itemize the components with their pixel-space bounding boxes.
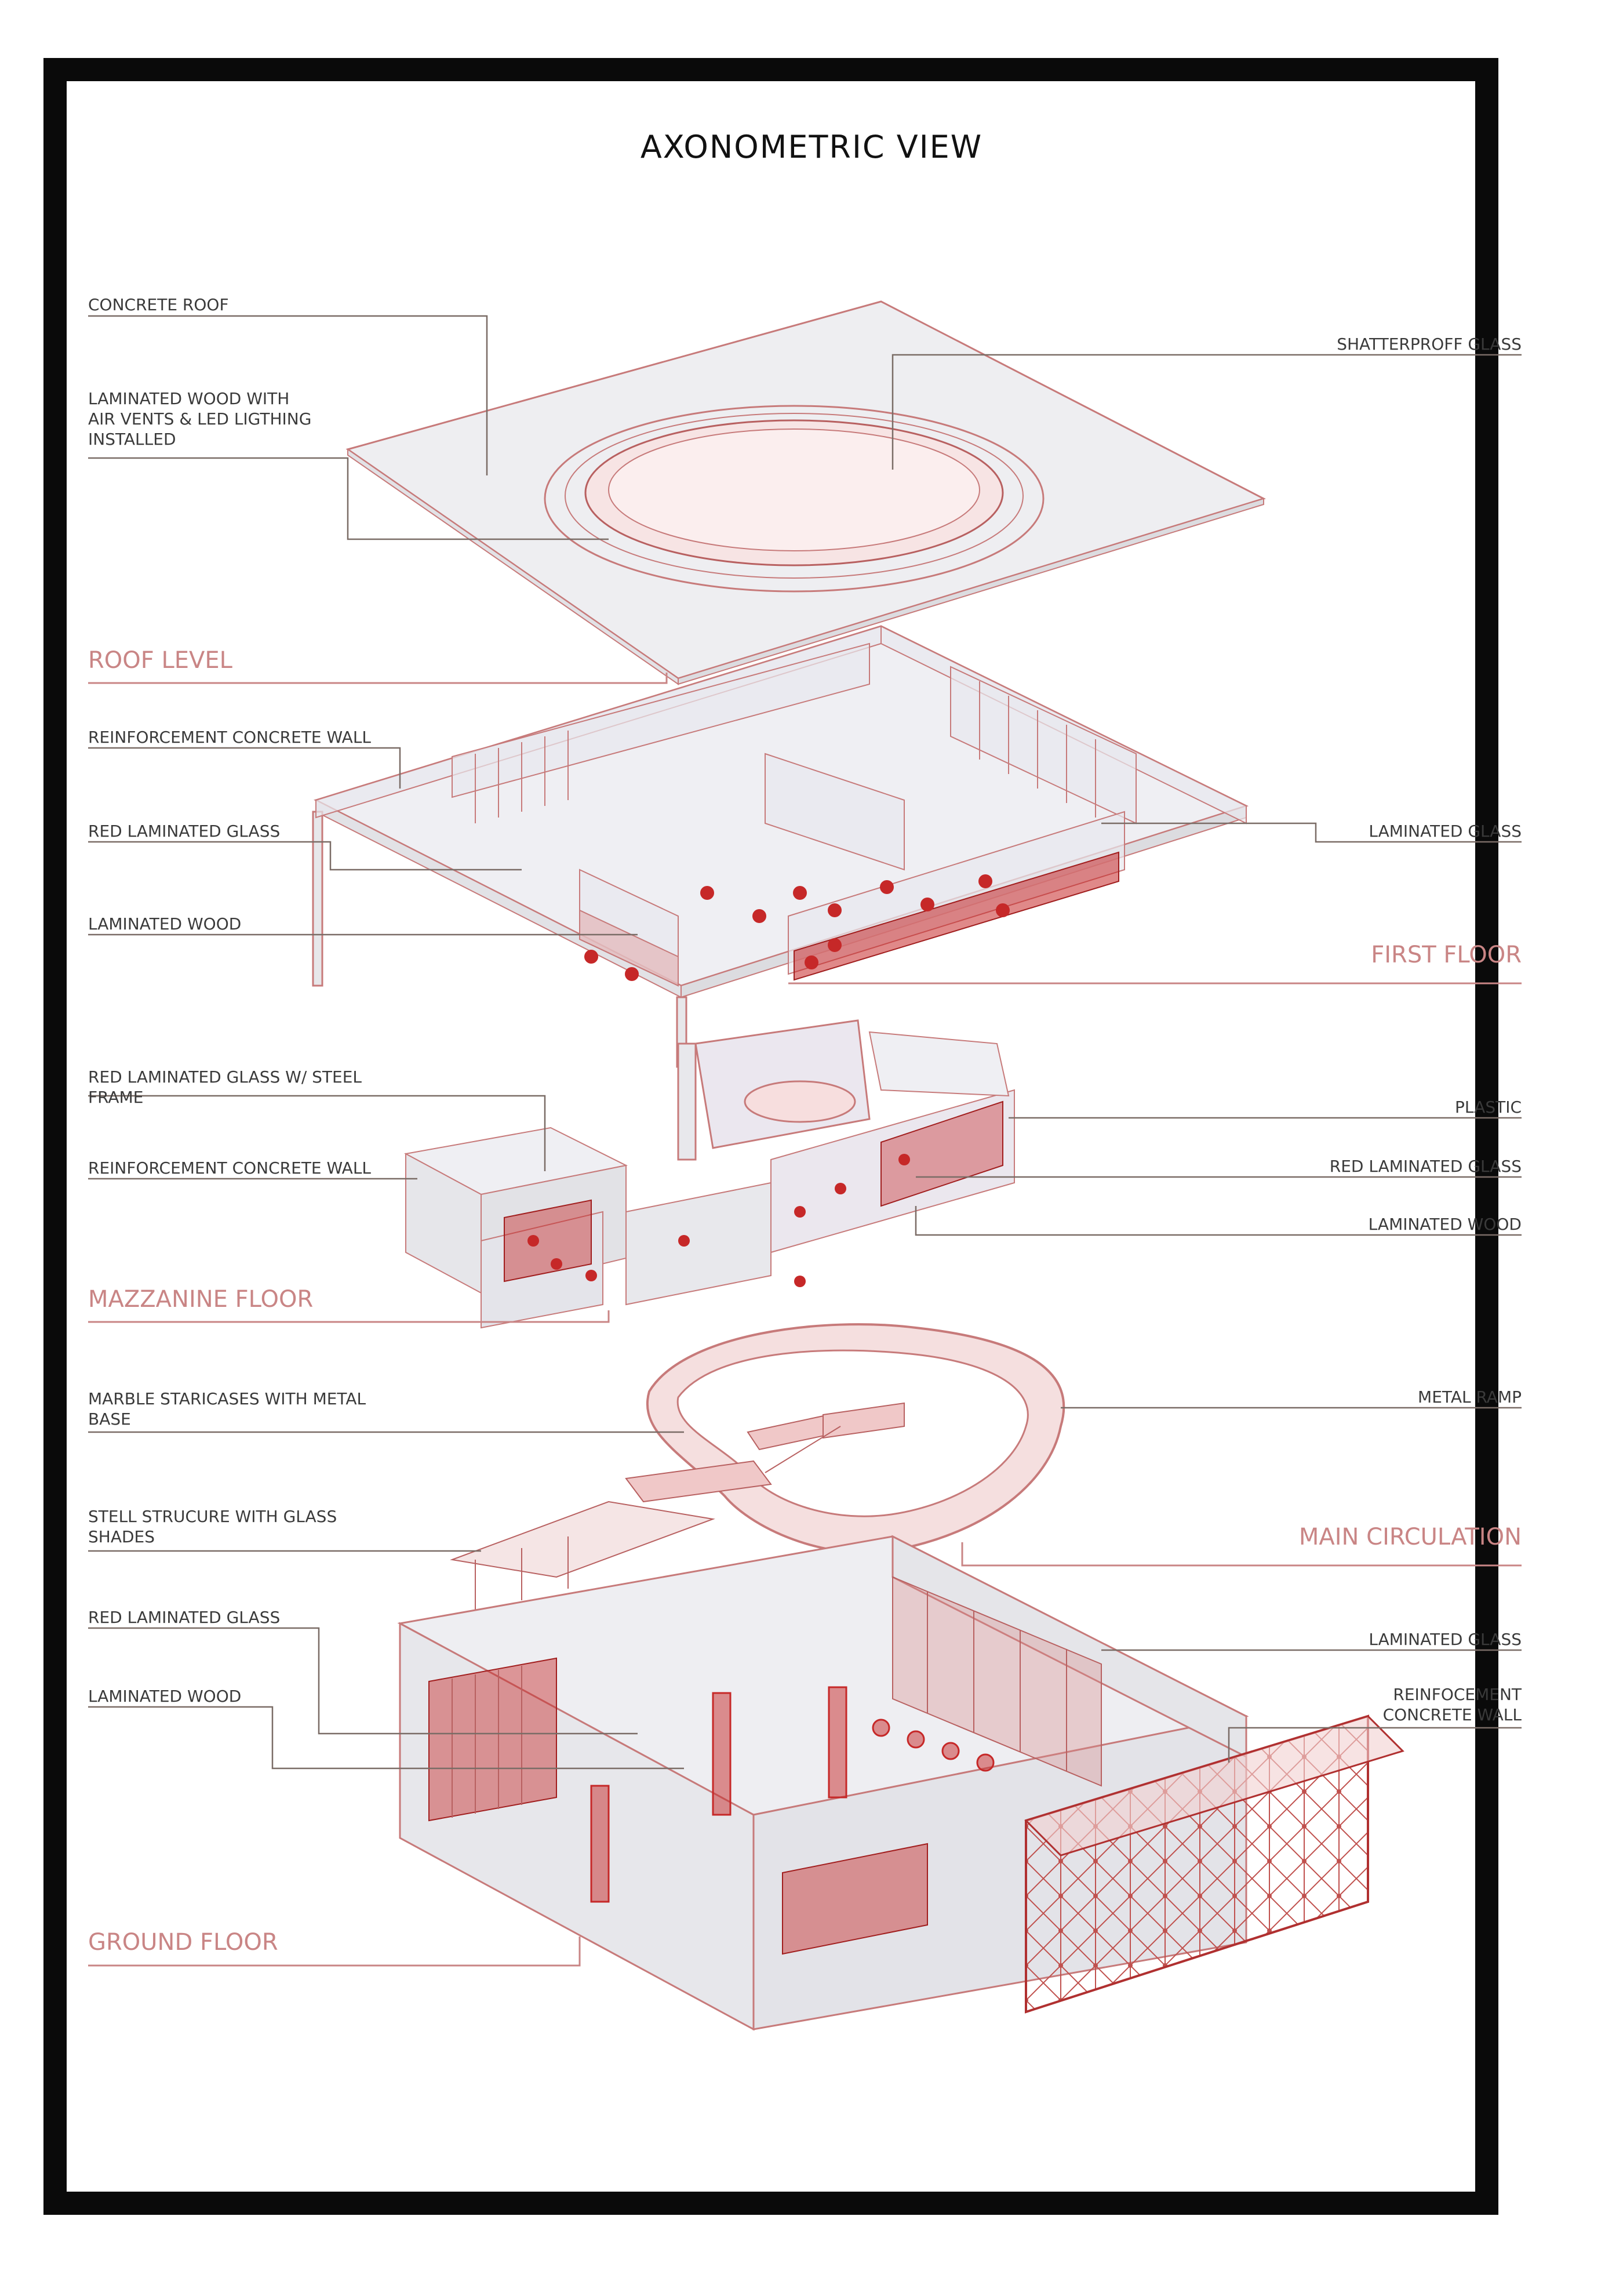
marble-staircase bbox=[625, 1402, 905, 1503]
label-ff-laminated-wood: LAMINATED WOOD bbox=[88, 914, 242, 933]
label-mz-plastic: PLASTIC bbox=[1455, 1098, 1522, 1117]
mezzanine-core bbox=[677, 1019, 871, 1161]
label-mz-red-glass: RED LAMINATED GLASS bbox=[1329, 1157, 1522, 1176]
roof-skylight bbox=[544, 405, 1045, 593]
ground-floor-interior bbox=[590, 1686, 995, 1903]
first-floor-columns bbox=[312, 811, 687, 1068]
label-laminated-wood-vents-line-1: LAMINATED WOOD WITH bbox=[88, 389, 290, 408]
label-mz-reinforcement-wall: REINFORCEMENT CONCRETE WALL bbox=[88, 1158, 372, 1178]
label-ff-red-glass: RED LAMINATED GLASS bbox=[88, 822, 281, 841]
mezzanine-furniture bbox=[527, 1154, 910, 1287]
diagram-title: AXONOMETRIC VIEW bbox=[640, 129, 983, 165]
ground-floor-mullions bbox=[452, 1592, 1067, 1818]
label-gf-laminated-wood: LAMINATED WOOD bbox=[88, 1687, 242, 1706]
mezzanine-wings bbox=[404, 1031, 1015, 1329]
label-shatterproff-glass: SHATTERPROFF GLASS bbox=[1337, 335, 1522, 354]
first-floor-red-glazing bbox=[579, 851, 1119, 987]
level-mezzanine-floor: MAZZANINE FLOOR bbox=[88, 1286, 314, 1313]
level-main-circulation: MAIN CIRCULATION bbox=[1298, 1524, 1522, 1550]
label-ff-laminated-glass: LAMINATED GLASS bbox=[1369, 822, 1522, 841]
level-first-floor: FIRST FLOOR bbox=[1371, 942, 1522, 968]
leader-lines bbox=[88, 315, 1522, 1770]
label-mz-red-glass-steel-line-2: FRAME bbox=[88, 1088, 144, 1107]
level-underlines bbox=[88, 673, 1522, 1967]
label-mz-laminated-wood: LAMINATED WOOD bbox=[1368, 1215, 1522, 1234]
first-floor-walls bbox=[315, 625, 1247, 987]
ground-floor-red-glazing bbox=[428, 1576, 1102, 1955]
first-floor-furniture bbox=[584, 874, 1010, 981]
glass-shades-structure bbox=[450, 1501, 715, 1612]
label-gf-reinforcement-wall-line-1: REINFOCEMENT bbox=[1393, 1685, 1522, 1704]
label-ff-reinforcement-wall: REINFORCEMENT CONCRETE WALL bbox=[88, 728, 372, 747]
label-laminated-wood-vents: LAMINATED WOOD WITH AIR VENTS & LED LIGT… bbox=[88, 388, 311, 449]
mezzanine-red-glazing bbox=[504, 1100, 1003, 1283]
label-mz-red-glass-steel-line-1: RED LAMINATED GLASS W/ STEEL bbox=[88, 1067, 362, 1087]
label-marble-staircases: MARBLE STARICASES WITH METAL BASE bbox=[88, 1389, 366, 1429]
level-ground-floor: GROUND FLOOR bbox=[88, 1929, 278, 1956]
label-gf-red-glass: RED LAMINATED GLASS bbox=[88, 1608, 281, 1627]
level-roof: ROOF LEVEL bbox=[88, 647, 232, 674]
label-marble-staircases-line-2: BASE bbox=[88, 1409, 131, 1429]
label-gf-reinforcement-wall: REINFOCEMENT CONCRETE WALL bbox=[1383, 1684, 1522, 1725]
label-steel-structure-line-2: SHADES bbox=[88, 1527, 155, 1546]
label-metal-ramp: METAL RAMP bbox=[1418, 1387, 1522, 1407]
label-concrete-roof: CONCRETE ROOF bbox=[88, 295, 229, 314]
label-laminated-wood-vents-line-2: AIR VENTS & LED LIGTHING bbox=[88, 409, 312, 428]
label-steel-structure: STELL STRUCURE WITH GLASS SHADES bbox=[88, 1506, 337, 1547]
label-laminated-wood-vents-line-3: INSTALLED bbox=[88, 430, 176, 449]
label-gf-reinforcement-wall-line-2: CONCRETE WALL bbox=[1382, 1705, 1522, 1724]
first-floor-partitions bbox=[475, 681, 1096, 823]
label-mz-red-glass-steel: RED LAMINATED GLASS W/ STEEL FRAME bbox=[88, 1067, 362, 1107]
label-gf-laminated-glass: LAMINATED GLASS bbox=[1369, 1630, 1522, 1649]
reinforcement-concrete-facade bbox=[1024, 1714, 1404, 2014]
label-steel-structure-line-1: STELL STRUCURE WITH GLASS bbox=[88, 1507, 337, 1526]
label-marble-staircases-line-1: MARBLE STARICASES WITH METAL bbox=[88, 1389, 366, 1408]
